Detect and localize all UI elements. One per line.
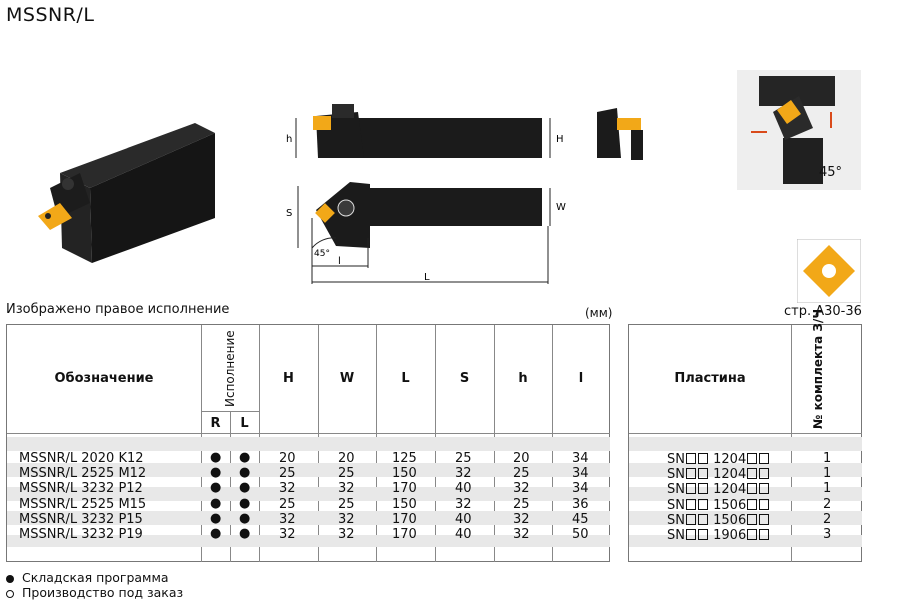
page-title: MSSNR/L xyxy=(6,4,95,26)
dim-W: W xyxy=(556,202,566,213)
insert-icon xyxy=(797,239,861,303)
page-reference: стр. А30-36 xyxy=(784,304,862,319)
unit-note: (мм) xyxy=(585,306,613,320)
header-r: R xyxy=(210,416,221,431)
header-designation: Обозначение xyxy=(54,371,154,386)
hollow-circle-icon xyxy=(6,589,14,598)
header-version: Исполнение xyxy=(223,330,237,407)
tool-holder-photo xyxy=(38,123,215,263)
header-spare-set: № комплекта З/Ч xyxy=(811,308,825,429)
angle-label: 45° xyxy=(819,165,842,180)
header-lsmall: l xyxy=(578,371,584,386)
filled-dot-icon xyxy=(6,574,14,583)
end-view-drawing xyxy=(597,108,643,160)
header-l-version: L xyxy=(240,416,249,431)
header-insert: Пластина xyxy=(674,371,746,386)
dim-H: H xyxy=(556,134,564,145)
right-version-note: Изображено правое исполнение xyxy=(6,302,230,317)
dim-angle: 45° xyxy=(314,249,330,259)
angle-illustration: 45° xyxy=(737,70,861,190)
header-W: W xyxy=(339,371,355,386)
header-L: L xyxy=(401,371,410,386)
header-h: h xyxy=(518,371,528,386)
dim-S: S xyxy=(286,208,292,219)
insert-table: Пластина № комплекта З/Ч SN 1204 1 SN 12… xyxy=(628,309,862,562)
legend-order: Производство под заказ xyxy=(6,585,183,600)
dim-l: l xyxy=(338,256,341,267)
technical-drawing: h H S W 45° l L xyxy=(286,104,566,284)
header-H: H xyxy=(283,371,294,386)
dimensions-table: Обозначение Исполнение R L H W L S h l M… xyxy=(6,324,610,562)
header-S: S xyxy=(459,371,470,386)
dim-h: h xyxy=(286,134,292,145)
legend-stock: Складская программа xyxy=(6,570,169,585)
dim-L: L xyxy=(424,272,430,283)
